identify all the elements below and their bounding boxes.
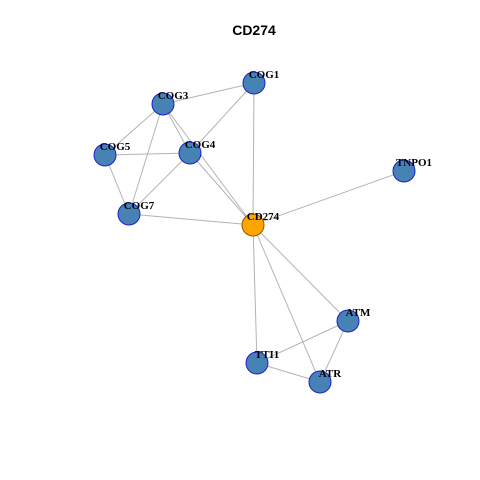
edge-atm-tti1 xyxy=(256,320,349,364)
node-cog1[interactable] xyxy=(242,71,266,95)
node-atr[interactable] xyxy=(308,370,332,394)
edge-cog3-cog5 xyxy=(104,103,164,156)
edge-cd274-atr xyxy=(252,224,321,383)
diagram-title: CD274 xyxy=(232,22,276,38)
node-cog5[interactable] xyxy=(93,143,117,167)
node-label-tti1: TTI1 xyxy=(255,349,279,361)
node-label-tnpo1: TNPO1 xyxy=(396,157,432,169)
node-cd274[interactable] xyxy=(241,213,265,237)
edge-cog5-cog4 xyxy=(104,152,191,156)
edge-cog7-cd274 xyxy=(128,213,254,226)
node-cog7[interactable] xyxy=(117,202,141,226)
edge-cd274-tti1 xyxy=(252,224,258,364)
edge-cog3-cog1 xyxy=(162,82,255,105)
node-label-cog7: COG7 xyxy=(124,200,155,212)
edge-cog3-cd274 xyxy=(162,103,254,226)
node-label-cog1: COG1 xyxy=(249,69,280,81)
edge-cog4-cd274 xyxy=(189,152,254,226)
node-label-cog4: COG4 xyxy=(185,139,216,151)
node-tti1[interactable] xyxy=(245,351,269,375)
node-label-cog3: COG3 xyxy=(158,90,189,102)
node-label-atr: ATR xyxy=(319,368,342,380)
node-cog4[interactable] xyxy=(178,141,202,165)
edge-cd274-atm xyxy=(252,224,349,322)
node-layer xyxy=(93,71,416,394)
node-label-atm: ATM xyxy=(346,307,371,319)
node-tnpo1[interactable] xyxy=(392,159,416,183)
node-cog3[interactable] xyxy=(151,92,175,116)
edge-cog4-cog7 xyxy=(128,152,191,215)
edge-cog3-cog7 xyxy=(128,103,164,215)
edge-cog1-cog4 xyxy=(189,82,255,154)
node-atm[interactable] xyxy=(336,309,360,333)
edge-tnpo1-cd274 xyxy=(252,170,405,226)
node-label-cog5: COG5 xyxy=(100,141,131,153)
edge-cog1-cd274 xyxy=(252,82,255,226)
edge-layer xyxy=(104,82,405,383)
node-label-cd274: CD274 xyxy=(247,211,280,223)
